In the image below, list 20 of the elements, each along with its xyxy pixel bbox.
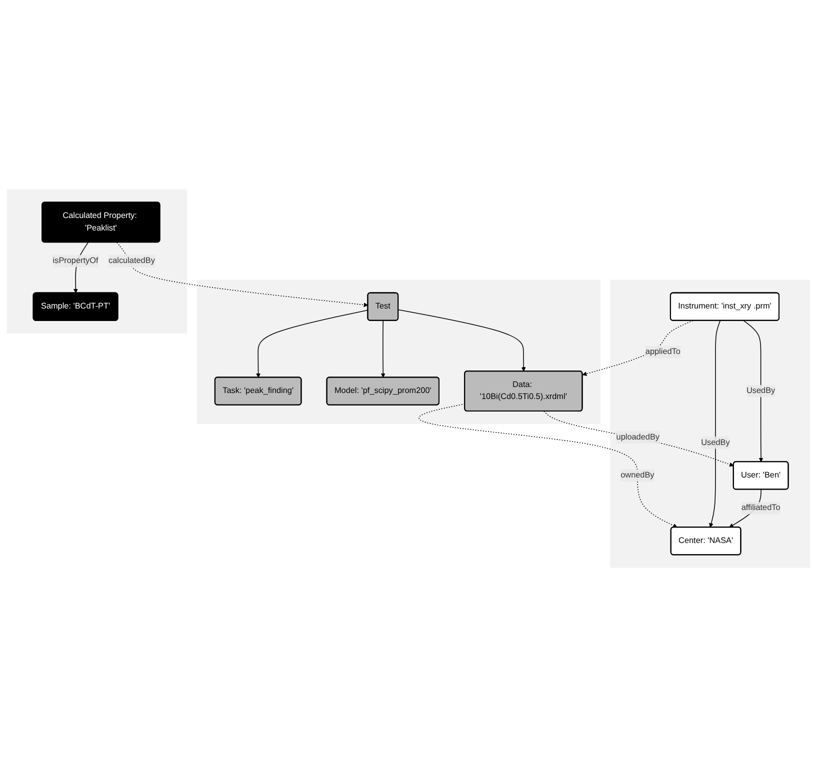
arrow [709,320,721,528]
edge-label: uploadedBy [616,432,660,442]
edge-label: isPropertyOf [52,256,98,266]
arrow [116,242,368,308]
edge-label: appliedTo [645,348,680,356]
arrow [743,320,764,462]
edge-label: ownedBy [620,470,654,480]
arrow [380,320,386,378]
cluster [6,189,188,334]
edge-label: calculatedBy [108,256,155,266]
arrow [582,320,694,376]
cluster [610,280,810,568]
cluster [196,280,600,424]
edge-label: UsedBy [701,438,730,447]
arrow [398,309,526,372]
arrow [418,404,678,528]
arrow [544,410,734,467]
arrow [256,310,368,378]
edge-label: UsedBy [746,386,776,396]
edge-label: affiliatedTo [741,504,780,512]
